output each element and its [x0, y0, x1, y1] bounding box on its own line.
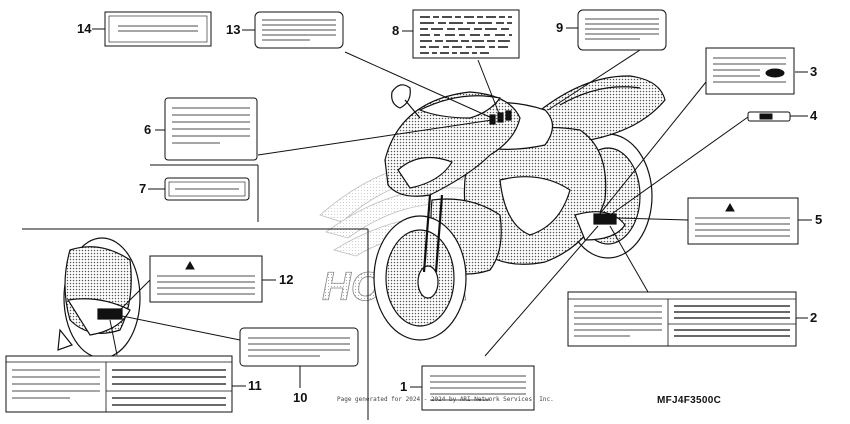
- swingarm-detail-illustration: [57, 237, 141, 359]
- label-1: [421, 365, 535, 411]
- label-9: [577, 9, 667, 51]
- callout-10: 10: [293, 390, 308, 405]
- callout-3: 3: [810, 64, 818, 79]
- label-14: [104, 11, 212, 47]
- callout-13: 13: [226, 22, 241, 37]
- callout-14: 14: [77, 21, 92, 36]
- credit-text: Page generated for 2024 - 2024 by ARI Ne…: [337, 396, 554, 403]
- label-5: [687, 197, 799, 245]
- callout-8: 8: [392, 23, 400, 38]
- callout-5: 5: [815, 212, 823, 227]
- label-7: [164, 177, 250, 201]
- part-code: MFJ4F3500C: [657, 395, 722, 406]
- label-10: [239, 327, 359, 367]
- label-4: [747, 111, 791, 122]
- callout-1: 1: [400, 379, 408, 394]
- callout-11: 11: [248, 378, 262, 393]
- callout-12: 12: [279, 272, 294, 287]
- label-3: [705, 47, 795, 95]
- callout-2: 2: [810, 310, 818, 325]
- callout-4: 4: [810, 108, 818, 123]
- label-12: [149, 255, 263, 303]
- callout-6: 6: [144, 122, 152, 137]
- inset-dividers: [22, 164, 369, 420]
- motorcycle-illustration: [373, 75, 666, 341]
- label-11: [5, 355, 233, 413]
- label-2: [567, 291, 797, 347]
- label-8: [412, 9, 520, 59]
- callout-9: 9: [556, 20, 564, 35]
- leader-lines: [92, 27, 812, 388]
- callout-7: 7: [139, 181, 147, 196]
- label-6: [164, 97, 258, 161]
- label-13: [254, 11, 344, 49]
- caution-labels: [5, 9, 799, 413]
